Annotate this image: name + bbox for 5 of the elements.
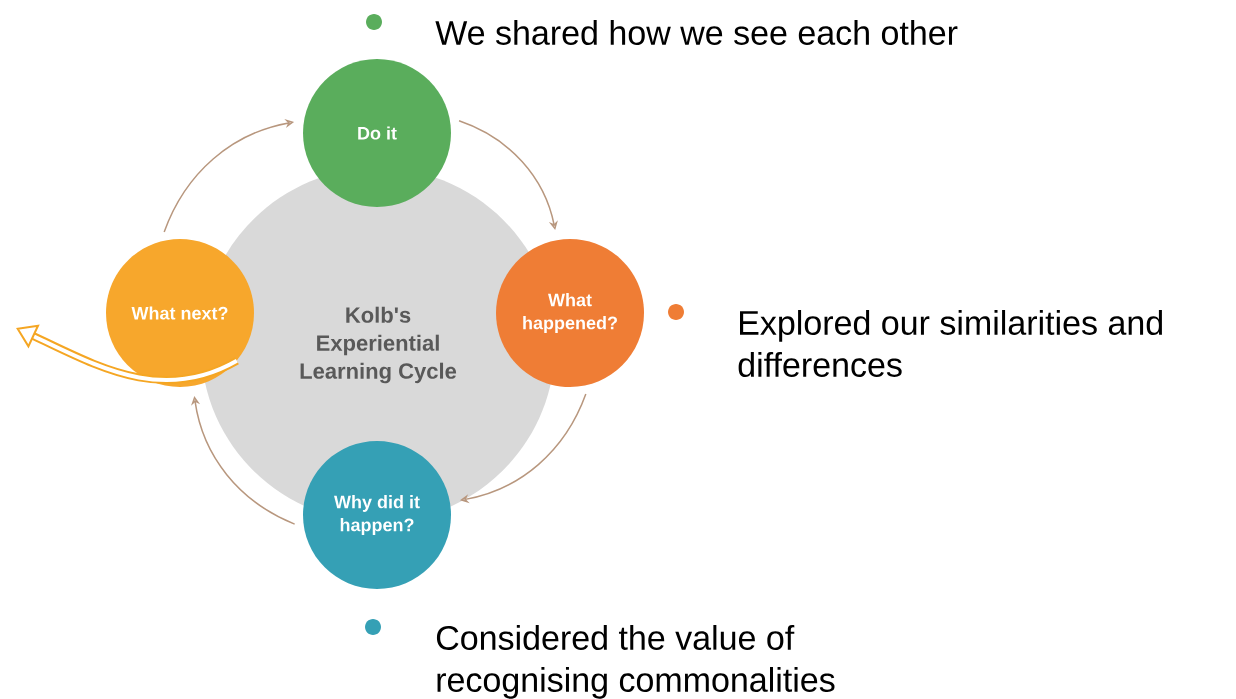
bullet-text: Considered the value of recognising commonalities bbox=[436, 625, 835, 699]
arrow bbox=[191, 396, 296, 525]
bullet-text: We shared how we see each other bbox=[435, 20, 958, 45]
arrow bbox=[16, 324, 239, 384]
bullet-text: Explored our similarities and differences bbox=[738, 310, 1162, 377]
